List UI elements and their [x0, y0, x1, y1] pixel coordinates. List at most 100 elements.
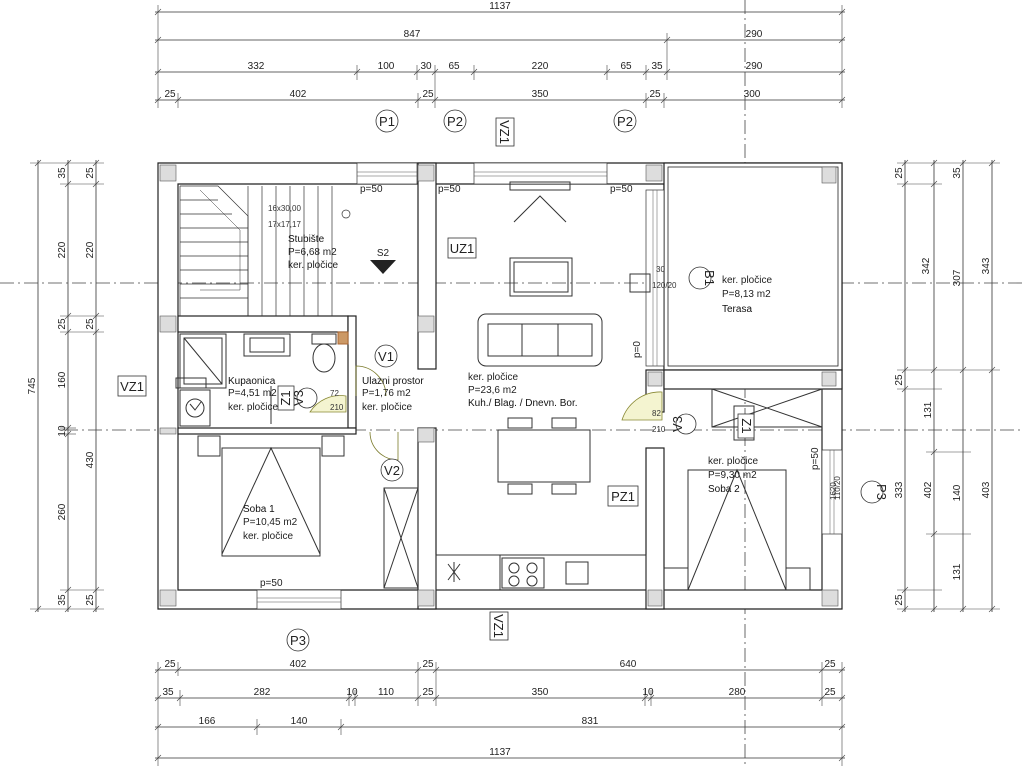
marker-p1: P1: [375, 109, 399, 133]
svg-text:P2: P2: [617, 114, 633, 129]
tag-pz1: PZ1: [611, 489, 635, 504]
dim-top-290b: 290: [746, 61, 763, 72]
terrace-area: P=8,13 m2: [722, 289, 771, 300]
window-dim-1620: 1620: [829, 482, 838, 500]
marker-v1: V1: [374, 344, 398, 368]
door-dim-82: 82: [652, 409, 661, 418]
door-dim-210b: 210: [652, 425, 666, 434]
dim-left-10: 10: [57, 425, 68, 437]
room2-name: Soba 2: [708, 484, 740, 495]
dim-right-131a: 131: [923, 401, 934, 418]
bedroom-2-furniture: [663, 388, 823, 591]
dim-right-403: 403: [981, 481, 992, 498]
dim-top-25a: 25: [164, 89, 176, 100]
dim-left-745: 745: [27, 377, 38, 394]
door-dim-210: 210: [330, 403, 344, 412]
top-dimension-lines: 1137 847 290 332 100 30 65 220 65 35 290…: [154, 1, 846, 108]
dim-bot-140: 140: [291, 716, 308, 727]
dim-right-131b: 131: [952, 563, 963, 580]
stair-area: P=6,68 m2: [288, 247, 337, 258]
window-dim-30: 30: [656, 265, 665, 274]
parapet-p4: p=50: [260, 578, 283, 589]
dim-bot-110: 110: [378, 687, 394, 698]
sofa: [477, 313, 603, 367]
doors: [309, 365, 663, 461]
bottom-dimension-lines: 25 402 25 640 25 35 282 10 110 25 350 10…: [154, 659, 846, 766]
marker-v3: V3: [291, 387, 318, 409]
bathroom-fixtures: [179, 331, 349, 427]
stair-floor: ker. pločice: [288, 260, 338, 271]
tag-z1-bath: Z1: [278, 390, 293, 405]
svg-text:V3: V3: [670, 416, 685, 432]
room2-floor: ker. pločice: [708, 456, 758, 467]
parapet-labels: p=50 p=50 p=50 p=50 p=50 p=0 72 210 82 2…: [260, 184, 842, 589]
dim-bot-166: 166: [199, 716, 216, 727]
dim-top-350: 350: [532, 89, 549, 100]
svg-text:P1: P1: [379, 114, 395, 129]
dim-left-260: 260: [57, 503, 68, 520]
dim-bot-10b: 10: [642, 687, 654, 698]
dim-left2-25b: 25: [85, 318, 96, 330]
dim-bot-25e: 25: [824, 687, 836, 698]
dim-left-160: 160: [57, 371, 68, 388]
parapet-p0: p=0: [632, 341, 643, 358]
dim-top-402: 402: [290, 89, 307, 100]
marker-p2-left: P2: [443, 109, 467, 133]
marker-p3-right: P3: [860, 480, 889, 504]
section-markers: P1 P2 P2 P3 P3 B1 V1 V2 V3 V3 UZ1 VZ1 PZ…: [117, 109, 889, 652]
toilet: [311, 333, 337, 345]
dim-left2-25c: 25: [85, 594, 96, 606]
dim-left2-430: 430: [85, 451, 96, 468]
dim-bot-831: 831: [582, 716, 599, 727]
dim-bot-25a: 25: [164, 659, 176, 670]
parapet-p2: p=50: [438, 184, 461, 195]
svg-text:B1: B1: [702, 270, 717, 286]
dim-top-847: 847: [404, 29, 421, 40]
dim-left2-25a: 25: [85, 167, 96, 179]
terrace-name: Terasa: [722, 304, 752, 315]
stair-name: Stubište: [288, 234, 325, 245]
dim-top-25c: 25: [649, 89, 661, 100]
living-name: Kuh./ Blag. / Dnevn. Bor.: [468, 398, 578, 409]
dim-right-140: 140: [952, 484, 963, 501]
tag-z1: Z1: [739, 418, 754, 433]
dim-right-25c: 25: [894, 594, 905, 606]
svg-text:V1: V1: [378, 349, 394, 364]
bath-area: P=4,51 m2: [228, 388, 277, 399]
room1-floor: ker. pločice: [243, 531, 293, 542]
dim-top-30: 30: [420, 61, 432, 72]
parapet-p1: p=50: [360, 184, 383, 195]
dim-bot-640: 640: [620, 659, 637, 670]
left-dimension-lines: 745 35 220 25 160 10 260 35 25 220 25 43…: [27, 159, 104, 613]
dim-right-25a: 25: [894, 167, 905, 179]
staircase: [179, 185, 351, 316]
dim-top-332: 332: [248, 61, 265, 72]
living-area: P=23,6 m2: [468, 385, 517, 396]
room1-name: Soba 1: [243, 504, 275, 515]
marker-v3-right: V3: [670, 413, 697, 435]
parapet-p5: p=50: [810, 447, 821, 470]
terrace-floor: ker. pločice: [722, 275, 772, 286]
dim-top-35: 35: [651, 61, 663, 72]
terrace-details: [629, 270, 665, 370]
wardrobe-1: [383, 487, 419, 589]
entry-area: P=1,76 m2: [362, 388, 411, 399]
dim-top-25b: 25: [422, 89, 434, 100]
dim-bot-1137: 1137: [489, 747, 511, 758]
living-furniture: [435, 181, 647, 591]
dim-left-25a: 25: [57, 318, 68, 330]
s2-arrow-icon: [370, 260, 396, 274]
svg-text:P2: P2: [447, 114, 463, 129]
entry-floor: ker. pločice: [362, 402, 412, 413]
dim-right-342: 342: [921, 257, 932, 274]
svg-text:V3: V3: [291, 390, 306, 406]
tag-vz-bottom: VZ1: [491, 614, 506, 638]
dim-right-402: 402: [923, 481, 934, 498]
dim-right-307: 307: [952, 269, 963, 286]
wardrobe-2: [711, 388, 823, 428]
tag-s2: S2: [377, 248, 390, 259]
tv-unit: [509, 181, 571, 191]
kitchen-counter: [435, 554, 647, 591]
marker-v2: V2: [380, 458, 404, 482]
